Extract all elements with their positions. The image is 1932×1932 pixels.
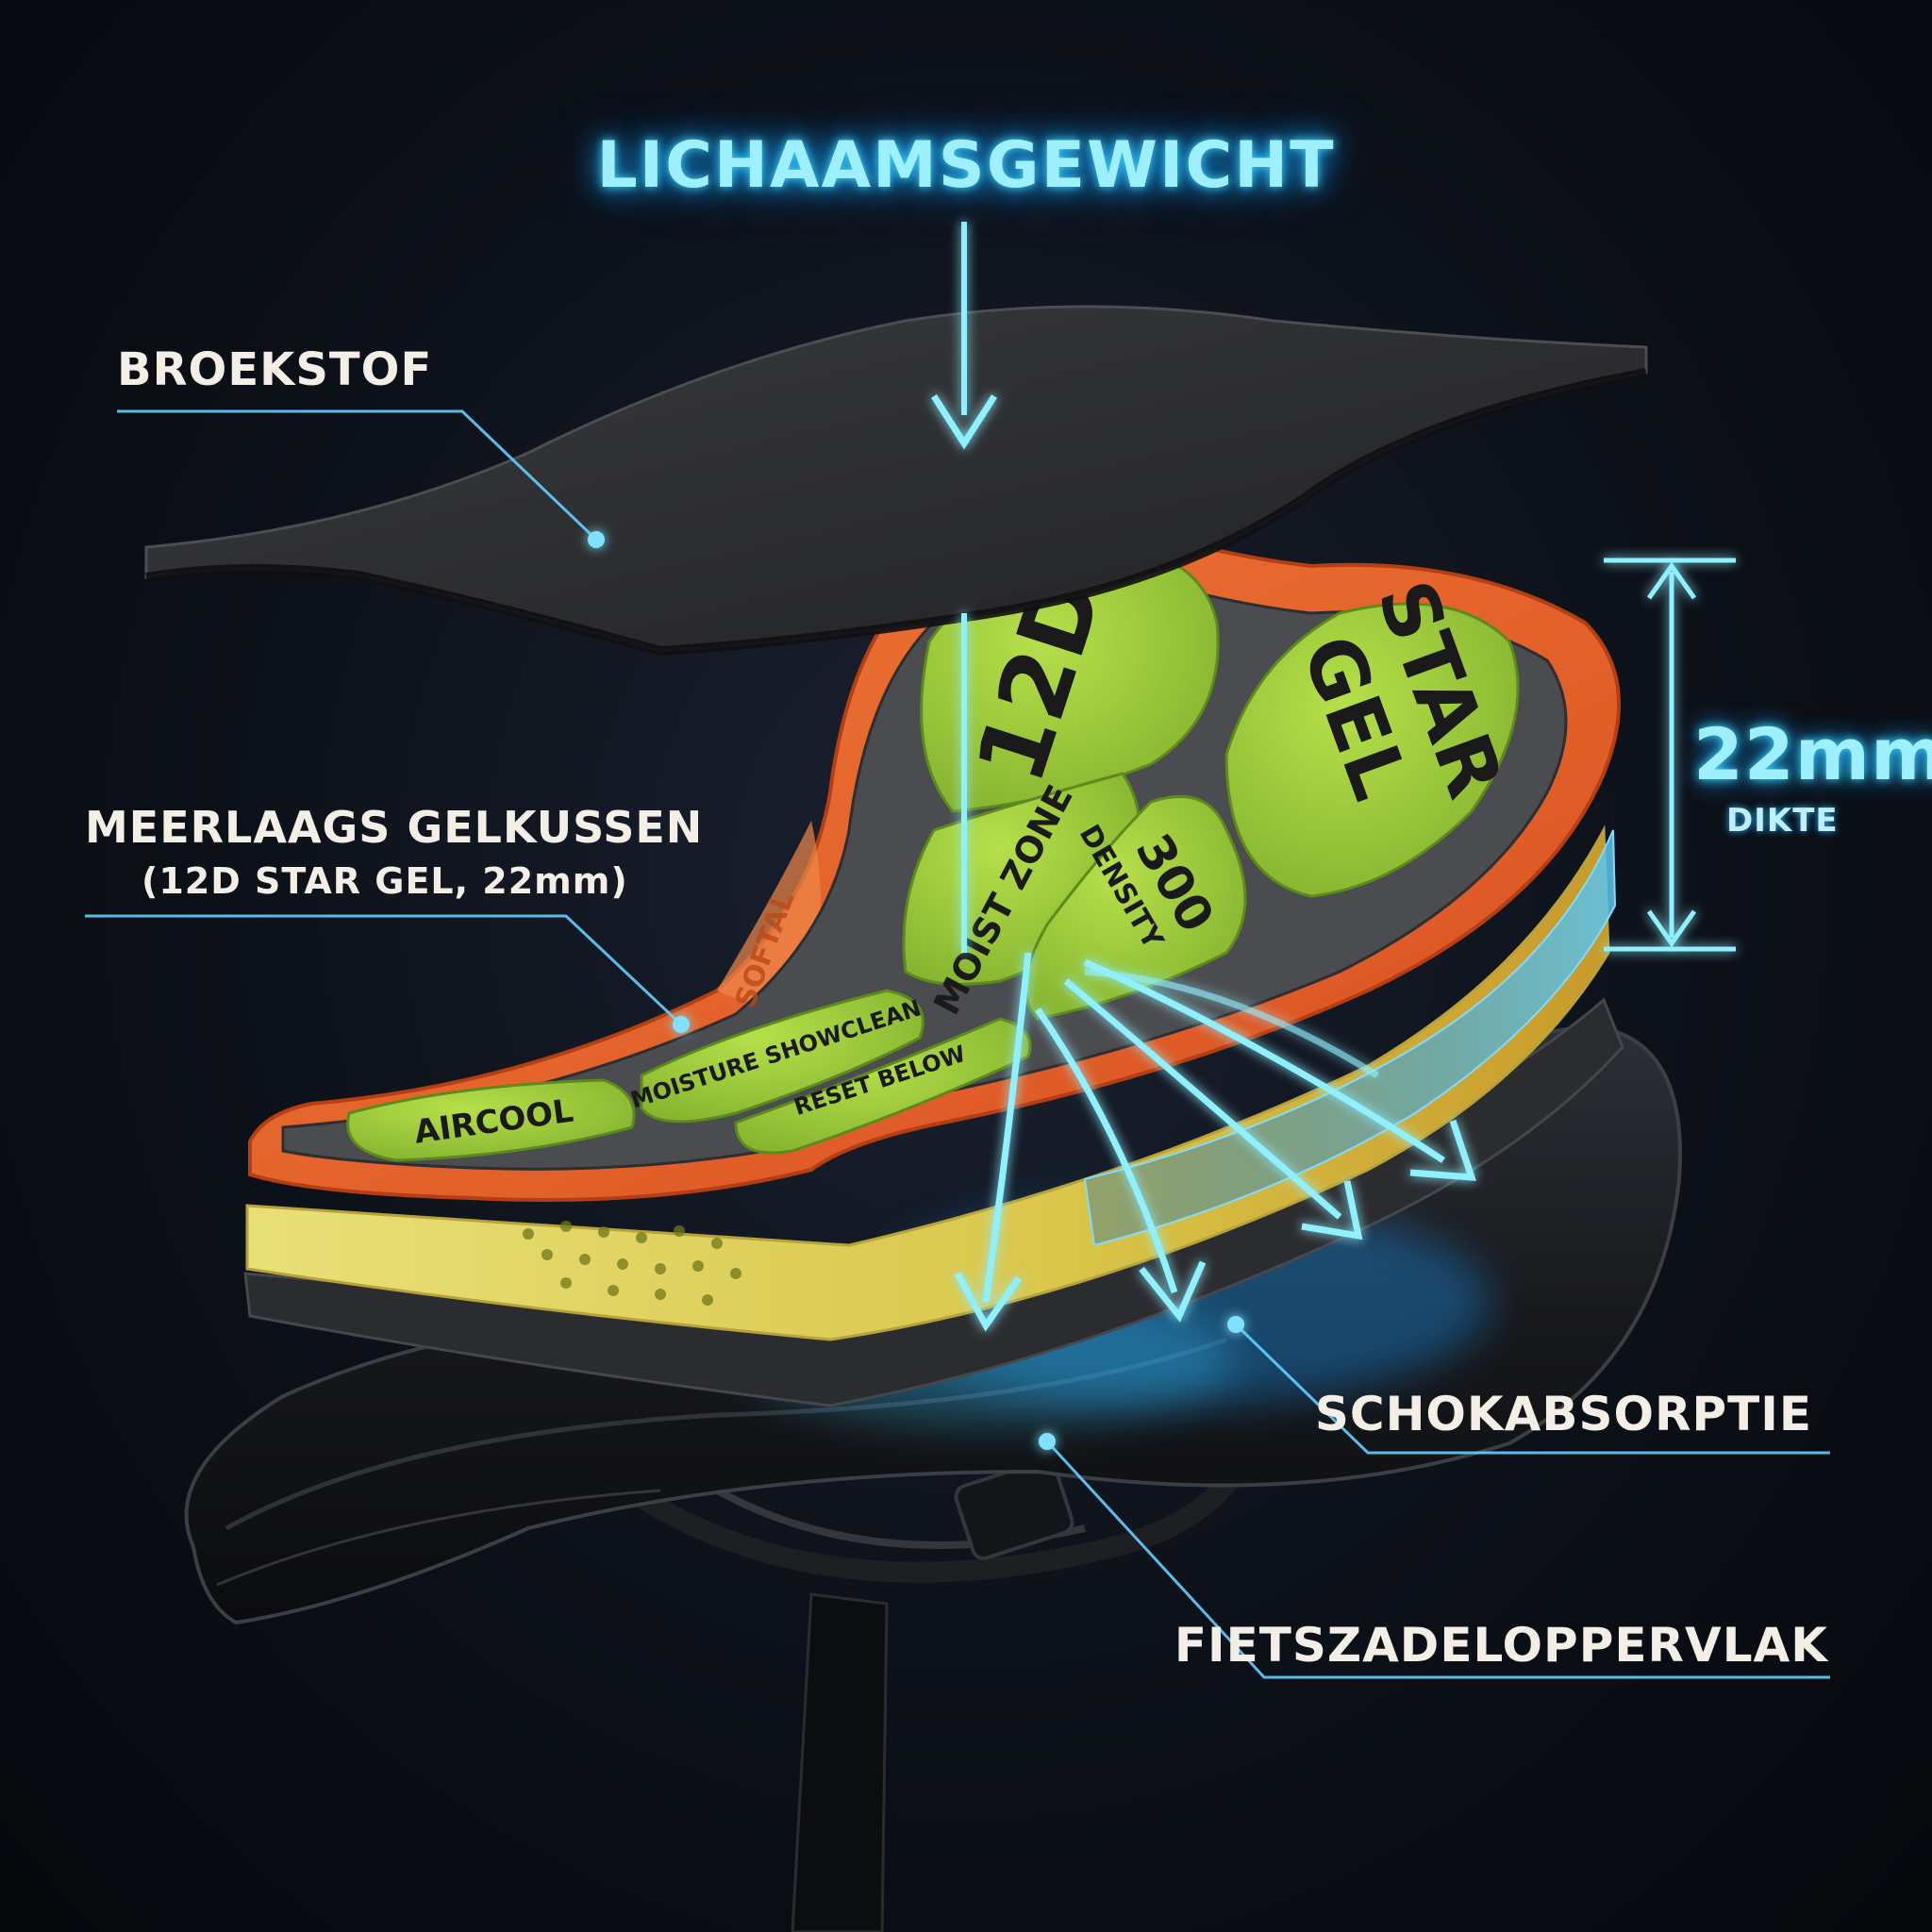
zone-aircool bbox=[346, 1078, 636, 1162]
thickness-value: 22mm bbox=[1693, 712, 1932, 796]
callout-line-gel bbox=[85, 914, 683, 1026]
diagram-title: LICHAAMSGEWICHT bbox=[596, 128, 1336, 203]
dispersion-arrow-icon bbox=[954, 952, 1476, 1332]
callout-line-shock bbox=[1234, 1323, 1830, 1455]
foam-layer bbox=[245, 824, 1610, 1341]
double-arrow-icon bbox=[1604, 558, 1736, 952]
callout-dot-icon bbox=[588, 531, 1244, 1450]
callout-line-fabric bbox=[117, 409, 598, 541]
down-arrow-icon bbox=[931, 222, 997, 953]
perforation-holes bbox=[523, 1221, 741, 1306]
saddle-surface-label: FIETSZADELOPPERVLAK bbox=[1174, 1618, 1828, 1673]
zone-star-gel bbox=[1224, 602, 1520, 898]
thickness-label: DIKTE bbox=[1726, 802, 1839, 840]
fabric-label: BROEKSTOF bbox=[117, 343, 433, 396]
callout-line-saddle bbox=[1045, 1440, 1830, 1679]
gel-pad-label: MEERLAAGS GELKUSSEN bbox=[85, 802, 704, 853]
zone-moisture bbox=[640, 989, 924, 1124]
callout-lines bbox=[85, 409, 1830, 1679]
zone-density bbox=[1024, 794, 1247, 1021]
gel-layer bbox=[1083, 829, 1617, 1247]
shock-absorption-label: SCHOKABSORPTIE bbox=[1314, 1387, 1812, 1441]
zone-reset bbox=[734, 1017, 1032, 1155]
gel-pad-sublabel: (12D STAR GEL, 22mm) bbox=[142, 860, 628, 902]
